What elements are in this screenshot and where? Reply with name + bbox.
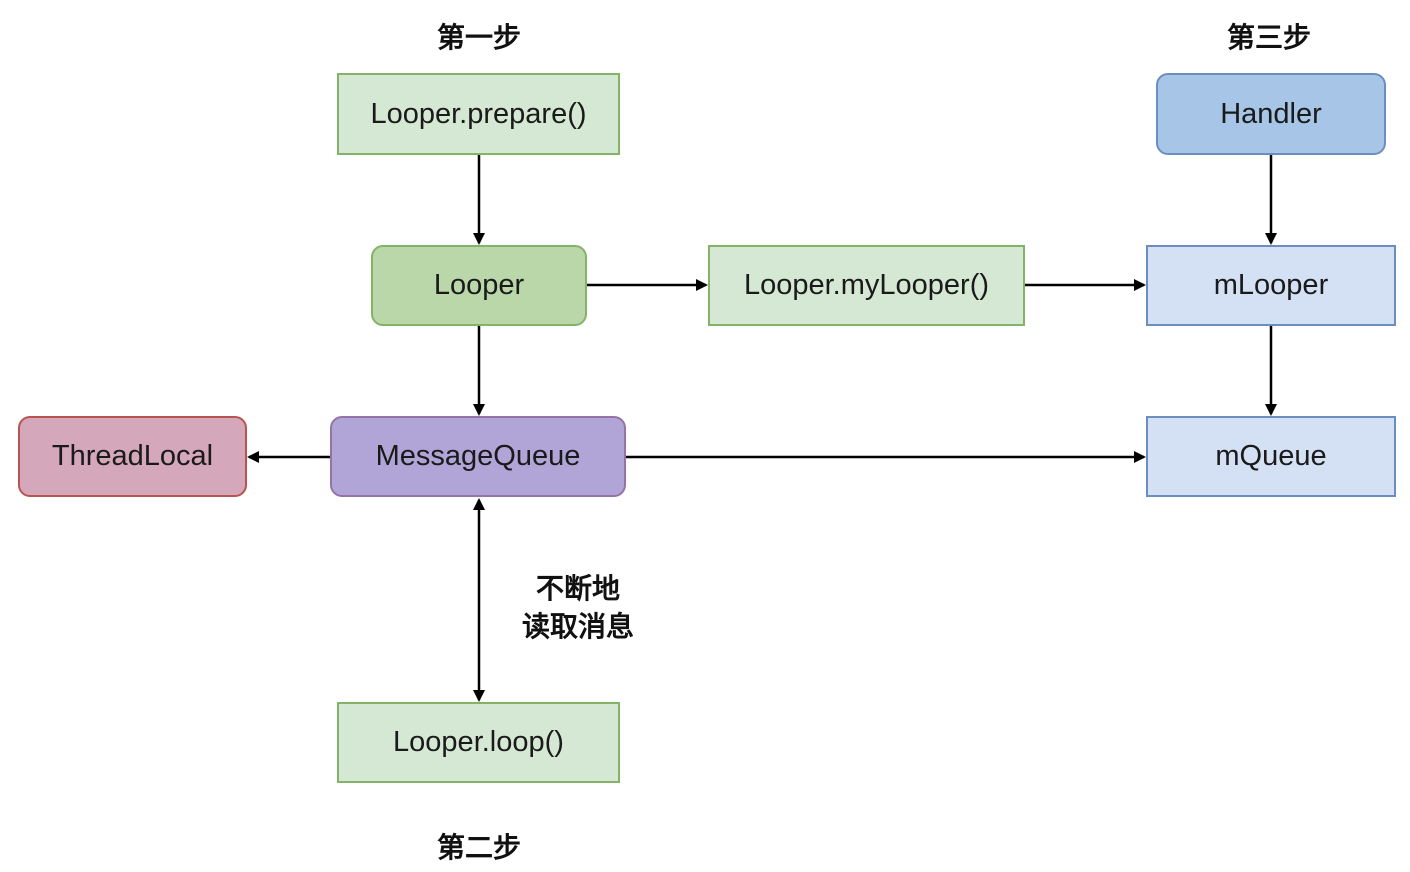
node-mlooper: mLooper <box>1146 245 1396 326</box>
node-looper-label: Looper <box>433 269 525 301</box>
node-threadlocal: ThreadLocal <box>18 416 247 497</box>
node-looper-loop-label: Looper.loop() <box>393 726 564 758</box>
node-looper-prepare-label: Looper.prepare() <box>370 97 587 130</box>
node-looper-mylooper: Looper.myLooper() <box>708 245 1025 326</box>
node-mlooper-label: mLooper <box>1213 269 1329 301</box>
edge-label-read-messages: 不断地 读取消息 <box>498 570 658 646</box>
node-handler: Handler <box>1156 73 1386 155</box>
step-label-second: 第二步 <box>436 831 521 864</box>
node-handler-label: Handler <box>1220 97 1322 130</box>
step-label-third: 第三步 <box>1226 21 1311 54</box>
node-looper-mylooper-label: Looper.myLooper() <box>743 269 990 301</box>
edge-label-line1: 不断地 <box>535 572 620 605</box>
node-messagequeue-label: MessageQueue <box>375 440 581 472</box>
node-mqueue: mQueue <box>1146 416 1396 497</box>
node-looper: Looper <box>371 245 587 326</box>
node-looper-prepare: Looper.prepare() <box>337 73 620 155</box>
node-looper-loop: Looper.loop() <box>337 702 620 783</box>
node-mqueue-label: mQueue <box>1215 440 1327 472</box>
node-threadlocal-label: ThreadLocal <box>51 440 214 472</box>
step-label-first: 第一步 <box>436 21 521 54</box>
edge-label-line2: 读取消息 <box>521 610 634 643</box>
node-messagequeue: MessageQueue <box>330 416 626 497</box>
